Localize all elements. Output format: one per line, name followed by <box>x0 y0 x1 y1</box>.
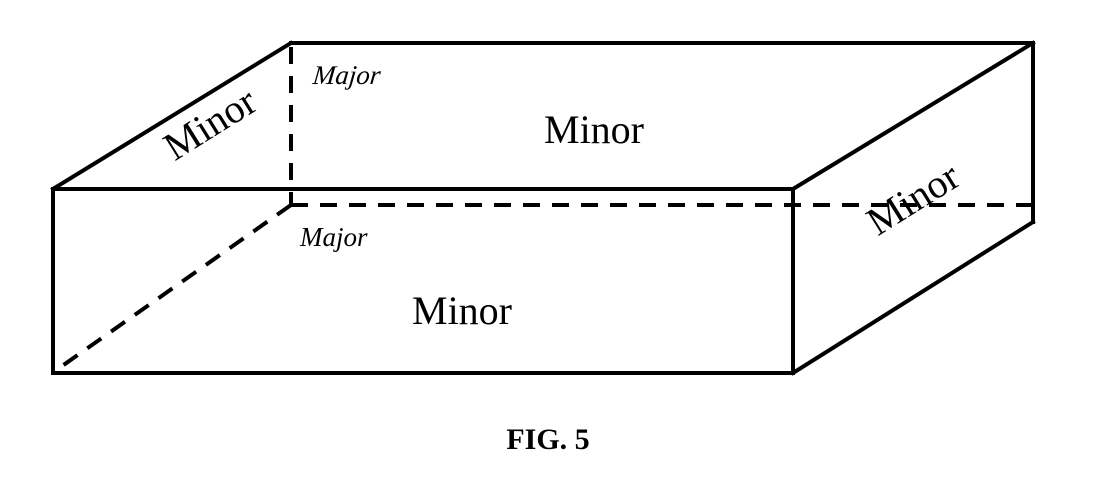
front-face-label: Minor <box>412 288 512 333</box>
top-right-diagonal <box>793 43 1033 189</box>
top-face-label: Minor <box>544 107 644 152</box>
right-face-label: Minor <box>859 153 968 244</box>
front-face-outline <box>53 189 793 373</box>
back-face-label: Major <box>311 60 383 90</box>
hidden-bottom-left-diagonal <box>55 205 291 371</box>
right-bottom-diagonal <box>793 222 1033 373</box>
figure-caption: FIG. 5 <box>506 423 589 456</box>
bottom-face-label: Major <box>299 222 368 252</box>
